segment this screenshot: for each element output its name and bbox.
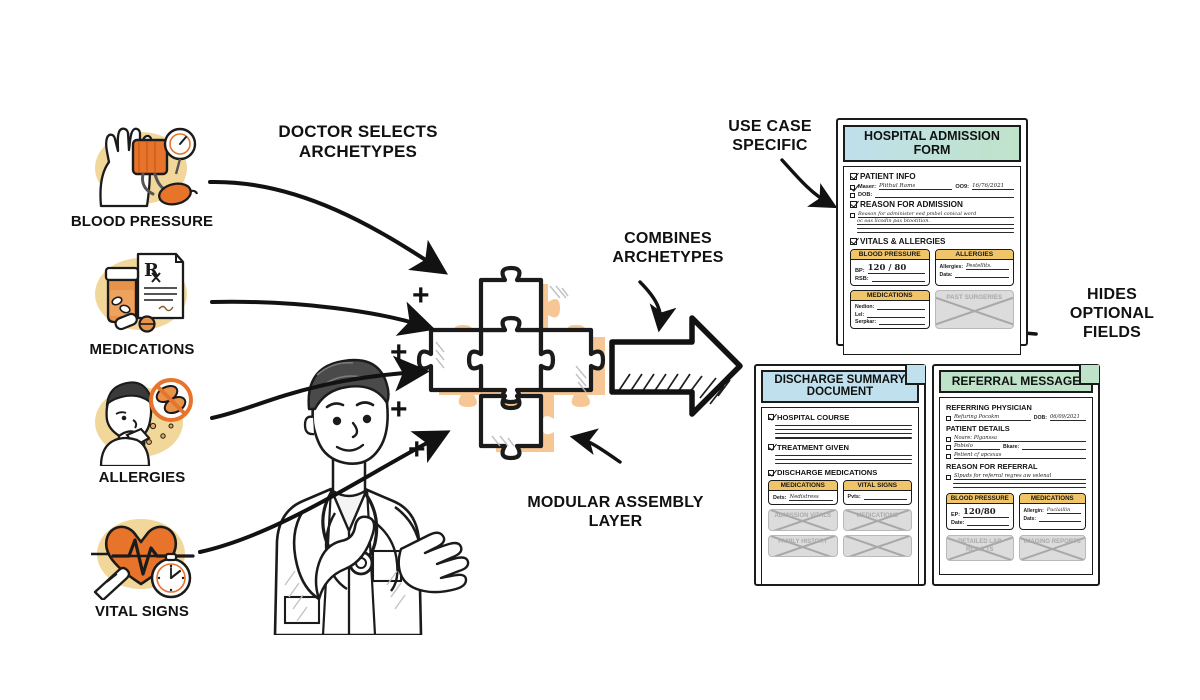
checkbox-checked-icon[interactable] — [850, 201, 857, 208]
section-heading: PATIENT INFO — [850, 172, 1014, 181]
archetype-card-blood-pressure[interactable]: BLOOD PRESSURE BP: 120 / 80 RSB: — [850, 249, 930, 287]
svg-text:R: R — [144, 260, 160, 281]
plus-operator-1: + — [412, 279, 430, 312]
checkbox-icon[interactable] — [946, 436, 951, 442]
annotation-combines-archetypes: COMBINES ARCHETYPES — [612, 230, 724, 266]
archetype-label: BLOOD PRESSURE — [70, 213, 214, 230]
checkbox-icon[interactable] — [946, 453, 951, 459]
blank-line — [953, 487, 1086, 489]
archetype-label: MEDICATIONS — [89, 341, 195, 358]
archetype-card-allergies[interactable]: ALLERGIES Allergies: Pestellits. Data: — [934, 249, 1014, 287]
blank-line — [775, 429, 912, 431]
checkbox-checked-icon[interactable] — [768, 469, 774, 476]
arrow-bp-to-puzzle — [208, 179, 449, 275]
hidden-field-admission-vitals: ADMISSION VITALS — [768, 509, 838, 532]
blank-line — [775, 458, 912, 460]
field-row: oc oas licodin pax btootition. — [857, 218, 1014, 225]
document-discharge-summary[interactable]: DISCHARGE SUMMARY DOCUMENT HOSPITAL COUR… — [754, 364, 929, 589]
checkbox-checked-icon[interactable] — [850, 238, 857, 246]
heart-pulse-thermometer-stopwatch-icon — [83, 508, 201, 600]
checkbox-icon[interactable] — [850, 213, 855, 218]
checkbox-icon[interactable] — [946, 474, 951, 480]
blank-line — [875, 196, 1014, 198]
blank-line — [775, 454, 912, 456]
blood-pressure-cuff-icon — [83, 118, 201, 210]
archetype-card-blood-pressure[interactable]: BLOOD PRESSURE EP: 120/80 Date: — [946, 493, 1014, 531]
blank-line — [775, 433, 912, 435]
blank-line — [857, 228, 1014, 230]
annotation-use-case-specific: USE CASE SPECIFIC — [728, 118, 812, 154]
section-heading: REASON FOR ADMISSION — [850, 200, 1014, 209]
blank-line — [775, 462, 912, 465]
archetype-card-vital-signs[interactable]: VITAL SIGNS Pvts: — [842, 480, 912, 506]
blank-line — [953, 482, 1086, 485]
hidden-field-imaging-reports: IMAGING REPORTS — [1018, 535, 1086, 562]
archetype-vital-signs[interactable]: VITAL SIGNS — [62, 508, 222, 620]
plus-operator-2: + — [390, 336, 408, 369]
document-referral-message[interactable]: REFERRAL MESSAGE REFERRING PHYSICIAN Ref… — [932, 364, 1103, 589]
plus-operator-3: + — [390, 393, 408, 426]
annotation-modular-assembly-layer: MODULAR ASSEMBLY LAYER — [527, 494, 704, 530]
section-heading: HOSPITAL COURSE — [768, 413, 912, 422]
blank-line — [955, 277, 1009, 279]
checkbox-checked-icon[interactable] — [850, 185, 855, 190]
field-row: Pobislo Bkare: — [946, 443, 1086, 451]
checkbox-icon[interactable] — [946, 445, 951, 451]
archetype-label: ALLERGIES — [98, 469, 186, 486]
archetype-card-medications[interactable]: MEDICATIONS Nedion: Lel: Serpkar: — [850, 290, 930, 330]
document-hospital-admission-form[interactable]: HOSPITAL ADMISSION FORM PATIENT INFO Mas… — [836, 118, 1031, 355]
field-row: Reason for administer eed pmbel conical … — [850, 211, 1014, 218]
section-heading: TREATMENT GIVEN — [768, 443, 912, 452]
page-fold-corner — [1079, 365, 1099, 385]
hidden-field-medications: MEDICATIONS — [842, 509, 912, 532]
archetype-label: VITAL SIGNS — [95, 603, 189, 620]
section-heading: PATIENT DETAILS — [946, 423, 1010, 433]
arrow-medications-to-puzzle — [210, 299, 436, 336]
hidden-field-detailed-lab-results: DETAILED LAB RESULTS — [946, 535, 1014, 562]
blank-line — [775, 437, 912, 439]
archetype-card-medications[interactable]: MEDICATIONS Dets: Nedistress — [768, 480, 838, 506]
field-row: Petient cf apcsxas — [946, 452, 1086, 459]
checkbox-checked-icon[interactable] — [768, 414, 774, 421]
field-row: DOB: — [850, 192, 1014, 198]
section-heading: VITALS & ALLERGIES — [850, 237, 1014, 246]
blank-line — [871, 281, 925, 283]
field-row: Maser: Plithul Rams OO9: 16/76/2021 — [850, 183, 1014, 190]
checkbox-checked-icon[interactable] — [768, 444, 774, 451]
sneezing-person-no-peanut-icon — [83, 374, 201, 466]
archetype-allergies[interactable]: ALLERGIES — [62, 374, 222, 486]
checkbox-icon[interactable] — [946, 415, 951, 421]
field-row: Refuring Pocokm DOB: 06/09/2021 — [946, 414, 1086, 421]
section-heading: DISCHARGE MEDICATIONS — [768, 468, 912, 477]
document-title: DISCHARGE SUMMARY DOCUMENT — [761, 370, 919, 403]
plus-operator-4: + — [408, 433, 426, 466]
document-title: HOSPITAL ADMISSION FORM — [843, 125, 1021, 162]
archetype-blood-pressure[interactable]: BLOOD PRESSURE — [62, 118, 222, 230]
field-row: Noare: Plganssa — [946, 435, 1086, 442]
pill-bottle-prescription-icon: R — [83, 246, 201, 338]
annotation-hides-optional-fields: HIDES OPTIONAL FIELDS — [1069, 286, 1155, 341]
checkbox-checked-icon[interactable] — [850, 173, 857, 180]
annotation-doctor-selects: DOCTOR SELECTS ARCHETYPES — [278, 122, 438, 162]
checkbox-icon[interactable] — [850, 192, 855, 198]
block-arrow-output — [609, 315, 743, 417]
blank-line — [775, 424, 912, 426]
hidden-field-family-history: FAMILY HISTORY — [768, 535, 838, 558]
field-row: Slpuds for referral regres aw velenal — [946, 473, 1086, 480]
puzzle-cross-5-pieces[interactable] — [408, 258, 618, 468]
blank-line — [857, 232, 1014, 234]
archetype-card-medications[interactable]: MEDICATIONS Allergin: Puclaillin Dats: — [1018, 493, 1086, 531]
document-title: REFERRAL MESSAGE — [939, 370, 1093, 393]
section-heading: REFERRING PHYSICIAN — [946, 402, 1032, 412]
arrow-combines-curve — [638, 280, 677, 333]
section-heading: REASON FOR REFERRAL — [946, 461, 1038, 471]
hidden-field-past-surgeries: PAST SURGERIES — [934, 290, 1014, 330]
arrow-usecase-curve — [780, 158, 838, 209]
page-fold-corner — [905, 365, 925, 385]
archetype-medications[interactable]: R MEDICATIONS — [62, 246, 222, 358]
hidden-field-blank — [842, 535, 912, 558]
